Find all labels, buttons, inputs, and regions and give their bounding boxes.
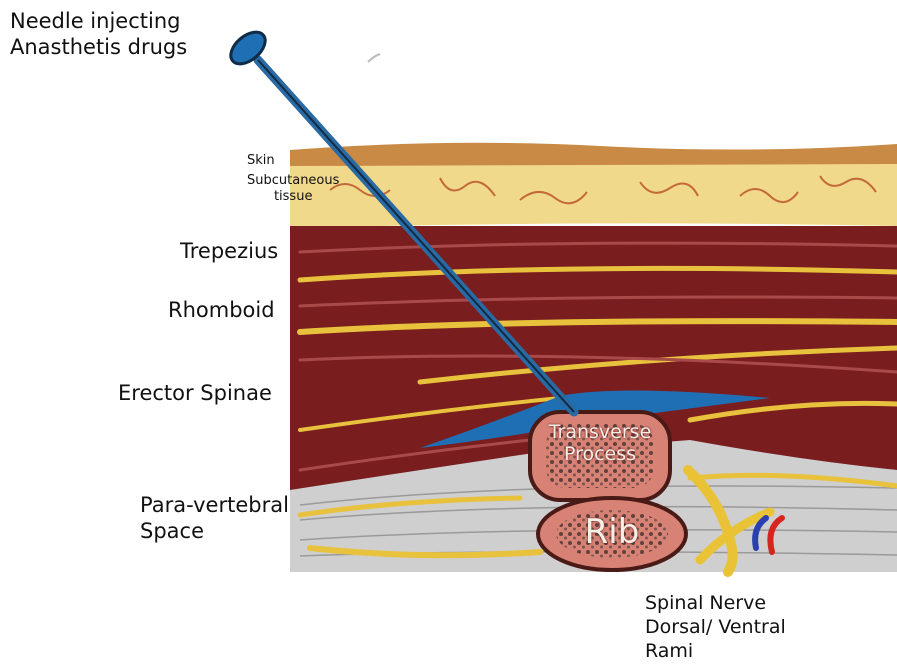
skin-label: Skin <box>247 153 275 169</box>
spinal-nerve-label-line-3: Rami <box>645 640 786 664</box>
needle-label-line-2: Anasthetis drugs <box>10 34 187 60</box>
subcutaneous-label-line-2: tissue <box>247 189 339 205</box>
rib-label: Rib <box>572 513 652 552</box>
paravertebral-label-line-2: Space <box>140 518 289 544</box>
transverse-process-label-line-1: Transverse <box>535 422 665 444</box>
transverse-process-label-line-2: Process <box>535 444 665 466</box>
spinal-nerve-label-line-1: Spinal Nerve <box>645 592 786 616</box>
needle-label-line-1: Needle injecting <box>10 8 187 34</box>
trapezius-label: Trepezius <box>180 238 278 264</box>
paravertebral-label-line-1: Para-vertebral <box>140 492 289 518</box>
needle-label: Needle injecting Anasthetis drugs <box>10 8 187 61</box>
spinal-nerve-label-line-2: Dorsal/ Ventral <box>645 616 786 640</box>
erector-spinae-label: Erector Spinae <box>118 380 272 406</box>
subcutaneous-label-line-1: Subcutaneous <box>247 173 339 189</box>
spinal-nerve-label: Spinal Nerve Dorsal/ Ventral Rami <box>645 592 786 663</box>
transverse-process-label: Transverse Process <box>535 422 665 466</box>
subcutaneous-label: Subcutaneous tissue <box>247 173 339 206</box>
rhomboid-label: Rhomboid <box>168 297 275 323</box>
paravertebral-label: Para-vertebral Space <box>140 492 289 545</box>
skin-layer <box>290 143 897 168</box>
